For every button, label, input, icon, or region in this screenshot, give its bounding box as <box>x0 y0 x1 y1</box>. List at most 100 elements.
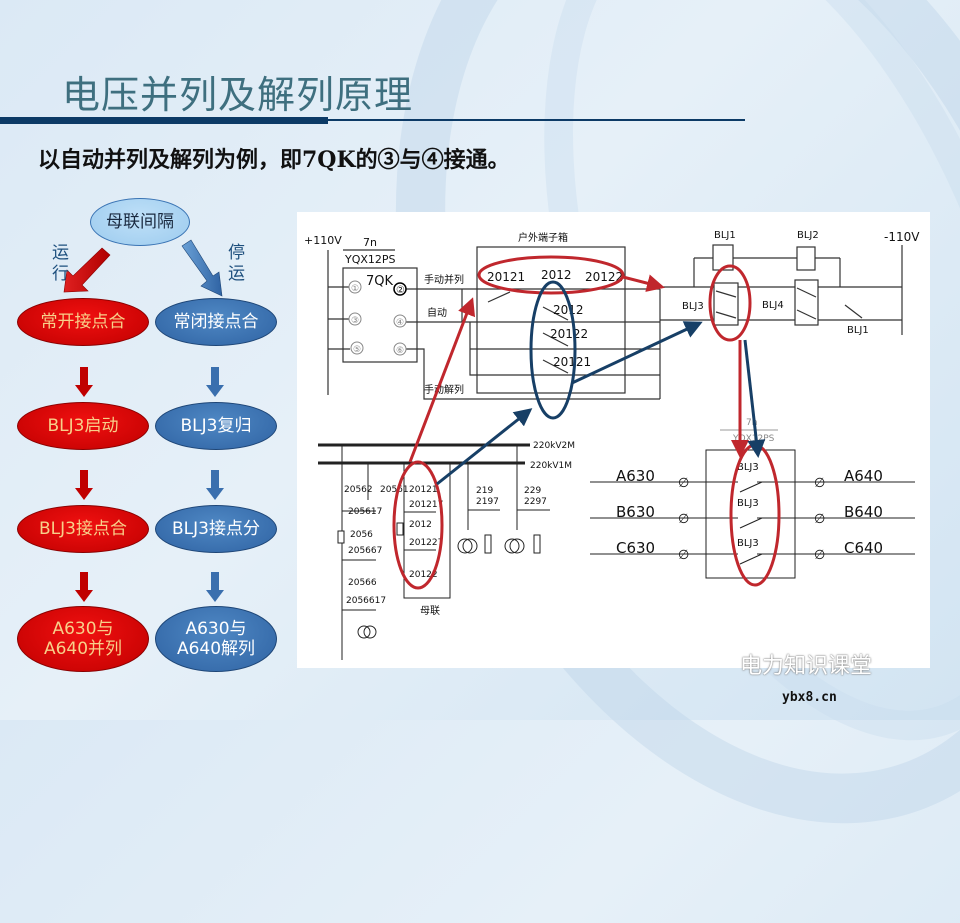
red-ellipse-bus-coupler <box>392 460 444 590</box>
diagram-label: 2197 <box>476 497 499 507</box>
diagram-label: ④ <box>396 318 404 328</box>
blue-arrow-2 <box>571 321 703 385</box>
title-rule <box>0 117 328 124</box>
diagram-label: 2056617 <box>346 596 386 606</box>
node-blj3-start: BLJ3启动 <box>17 402 149 450</box>
mode-manual-split: 手动解列 <box>424 383 464 396</box>
diagram-label: B630 <box>616 503 655 521</box>
arrow-stop <box>181 239 223 297</box>
watermark-site: ybx8.cn <box>782 690 837 705</box>
line-2056-labels: 20562 20561 205617 2056 205667 20566 205… <box>344 485 409 606</box>
diagram-label: BLJ2 <box>797 230 819 241</box>
svg-text:∅: ∅ <box>814 548 825 563</box>
diagram-label: BLJ3 <box>737 462 759 473</box>
svg-text:∅: ∅ <box>814 476 825 491</box>
svg-text:∅: ∅ <box>814 512 825 527</box>
diagram-label: BLJ4 <box>762 300 784 311</box>
down-arrows-left <box>75 367 93 602</box>
node-blj3-open: BLJ3接点分 <box>155 505 277 553</box>
diagram-label: YQX12PS <box>732 434 775 444</box>
svg-text:∅: ∅ <box>678 476 689 491</box>
diagram-label: C640 <box>844 539 883 557</box>
pt-labels: 219 2197 229 2297 <box>476 486 547 507</box>
node-parallel: A630与A640并列 <box>17 606 149 672</box>
diagram-label: A640 <box>844 467 883 485</box>
diagram-label: 20121 <box>553 355 591 369</box>
diagram-label: 20562 <box>344 485 373 495</box>
terminal-symbols: ∅ ∅ ∅ ∅ ∅ ∅ <box>678 476 825 563</box>
bus-2m-label: 220kV2M <box>533 441 575 451</box>
diagram-label: BLJ1 <box>847 325 869 336</box>
run-label: 运行 <box>52 243 69 285</box>
diagram-label: ② <box>396 285 405 296</box>
bus-coupler-labels: 20121 201217 2012 201227 20122 <box>409 485 443 580</box>
mode-manual-parallel: 手动并列 <box>424 273 464 286</box>
arrow-run <box>63 247 111 293</box>
down-arrows-right <box>206 367 224 602</box>
diagram-label: 2012 <box>409 520 432 530</box>
diagram-label: 219 <box>476 486 493 496</box>
node-blj3-closed: BLJ3接点合 <box>17 505 149 553</box>
7qk-terminals <box>348 280 407 356</box>
device-model-label: YQX12PS <box>344 253 396 266</box>
diagram-label: ⑤ <box>353 345 361 355</box>
bus-coupler-label: 母联 <box>420 605 440 617</box>
blue-highlights <box>436 280 766 486</box>
mode-auto: 自动 <box>427 306 447 319</box>
blue-arrow-3 <box>743 339 766 458</box>
page-title: 电压并列及解列原理 <box>62 73 414 117</box>
negative-bus-label: -110V <box>884 230 920 244</box>
stop-label: 停运 <box>228 243 245 285</box>
phase-labels: A630 B630 C630 A640 B640 C640 <box>616 467 883 557</box>
diagram-label: 2012 <box>541 268 572 282</box>
diagram-label: 2056 <box>350 530 373 540</box>
diagram-label: 7n <box>746 418 757 428</box>
subtitle: 以自动并列及解列为例，即7QK的③与④接通。 <box>38 147 510 173</box>
node-blj3-reset: BLJ3复归 <box>155 402 277 450</box>
diagram-label: 20561 <box>380 485 409 495</box>
diagram-label: 20566 <box>348 578 377 588</box>
diagram-label: ③ <box>351 316 359 326</box>
control-wiring <box>327 244 903 400</box>
switch-label: 7QK <box>366 274 394 289</box>
diagram-label: C630 <box>616 539 655 557</box>
diagram-label: 20122 <box>409 570 438 580</box>
red-arrow-1 <box>408 297 476 463</box>
diagram-label: 205667 <box>348 546 382 556</box>
red-arrow-2 <box>622 274 665 292</box>
diagram-label: BLJ3 <box>737 498 759 509</box>
diagram-label: A630 <box>616 467 655 485</box>
flowchart-arrows <box>63 239 224 602</box>
title-rule-thin <box>328 119 745 121</box>
node-nc-contact-closed: 常闭接点合 <box>155 298 277 346</box>
positive-bus-label: +110V <box>304 234 342 247</box>
diagram-label: 201227 <box>409 538 443 548</box>
diagram-label: 201217 <box>409 500 443 510</box>
bus-1m-label: 220kV1M <box>530 461 572 471</box>
red-ellipse-row-contacts <box>477 255 625 295</box>
circuit-diagram: +110V 7n YQX12PS 7QK ① ② ③ ④ ⑤ ⑥ 手动并列 自动… <box>304 230 921 660</box>
diagram-label: 205617 <box>348 507 382 517</box>
blue-arrow-1 <box>436 408 533 486</box>
node-split: A630与A640解列 <box>155 606 277 672</box>
watermark-name: 电力知识课堂 <box>740 654 873 679</box>
diagram-label: BLJ1 <box>714 230 736 241</box>
node-no-contact-closed: 常开接点合 <box>17 298 149 346</box>
diagram-label: 20121 <box>487 270 525 284</box>
diagram-label: 2297 <box>524 497 547 507</box>
blj3-contact-labels: BLJ3 BLJ3 BLJ3 <box>737 462 759 549</box>
device-top-label: 7n <box>363 236 377 249</box>
svg-text:∅: ∅ <box>678 512 689 527</box>
diagram-label: B640 <box>844 503 883 521</box>
diagram-label: ⑥ <box>396 346 404 356</box>
diagram-label: ① <box>351 284 359 294</box>
diagram-label: 20122 <box>585 270 623 284</box>
red-ellipse-blj3 <box>708 264 752 342</box>
diagram-label: BLJ3 <box>737 538 759 549</box>
diagram-label: 229 <box>524 486 541 496</box>
diagram-label: 20121 <box>409 485 438 495</box>
svg-text:∅: ∅ <box>678 548 689 563</box>
blue-ellipse-column-contacts <box>529 280 577 420</box>
diagram-label: 20122 <box>550 327 588 341</box>
root-node: 母联间隔 <box>90 198 190 246</box>
